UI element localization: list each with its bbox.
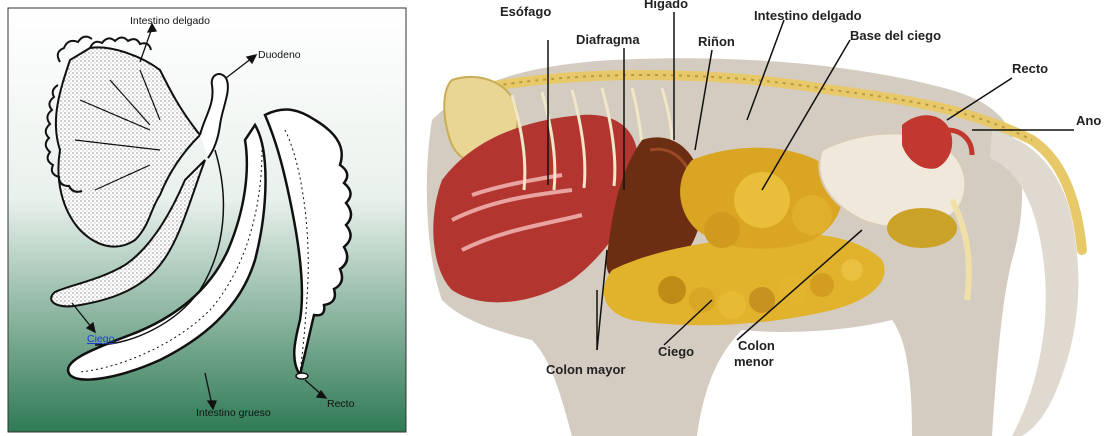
label-rectum: Recto xyxy=(327,398,355,410)
label-duodenum: Duodeno xyxy=(258,49,301,61)
label-small-intestine: Intestino delgado xyxy=(130,15,210,27)
label-liver: Higado xyxy=(644,0,688,11)
label-rectum-right: Recto xyxy=(1012,61,1048,76)
label-large-intestine: Intestino grueso xyxy=(196,407,271,419)
label-cecum-right: Ciego xyxy=(658,344,694,359)
bladder-shape xyxy=(887,208,957,248)
label-esophagus: Esófago xyxy=(500,4,551,19)
label-small-colon-line1: Colon xyxy=(738,338,775,353)
label-cecum-base: Base del ciego xyxy=(850,28,941,43)
digestive-tract-diagram: Intestino delgado Duodeno Ciego Intestin… xyxy=(0,0,412,436)
label-cecum-link[interactable]: Ciego xyxy=(87,333,115,345)
label-small-colon-line2: menor xyxy=(734,354,774,369)
label-small-intestine-right: Intestino delgado xyxy=(754,8,862,23)
horse-anatomy-illustration: Esófago Higado Intestino delgado Diafrag… xyxy=(412,0,1108,436)
label-kidney: Riñon xyxy=(698,34,735,49)
label-anus: Ano xyxy=(1076,113,1101,128)
label-diaphragm: Diafragma xyxy=(576,32,640,47)
label-large-colon: Colon mayor xyxy=(546,362,625,377)
